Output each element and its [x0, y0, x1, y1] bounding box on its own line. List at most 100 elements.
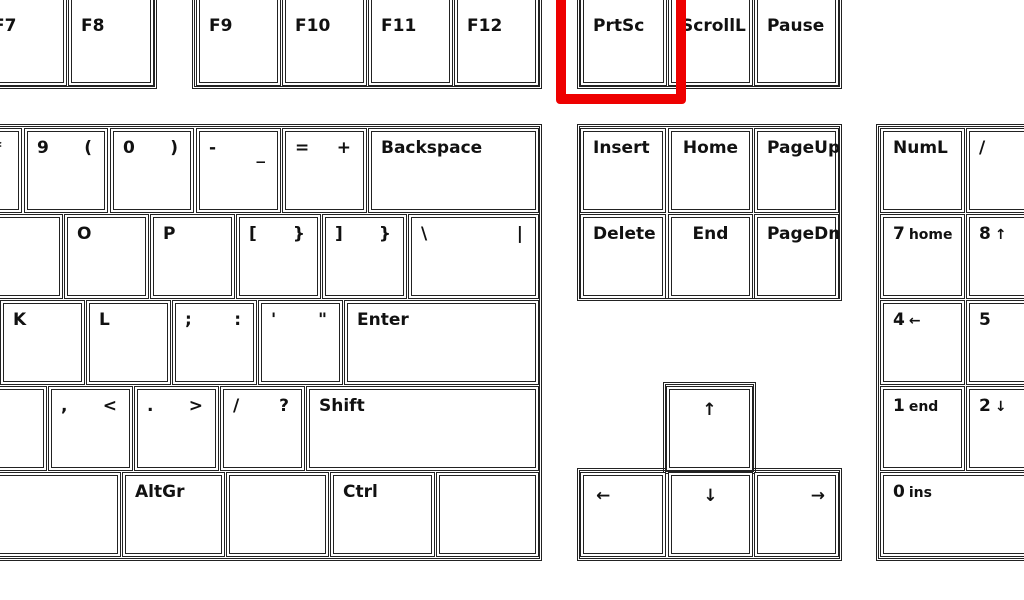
- key-label: ]: [335, 224, 343, 244]
- key-minus[interactable]: -_: [196, 128, 281, 213]
- key-label: 4←: [893, 310, 921, 330]
- key-sublabel: ↑: [994, 227, 1007, 243]
- key-label: F10: [295, 16, 331, 36]
- key-num5[interactable]: 5: [966, 300, 1024, 385]
- key-k[interactable]: K: [0, 300, 85, 385]
- key-num8[interactable]: 8↑: [966, 214, 1024, 299]
- key-label: ↓: [703, 486, 718, 506]
- key-space[interactable]: [0, 472, 121, 557]
- key-numlock[interactable]: NumL: [880, 128, 965, 213]
- key-up[interactable]: ↑: [666, 386, 753, 471]
- key-p[interactable]: P: [150, 214, 235, 299]
- key-label: Enter: [357, 310, 409, 330]
- key-insert[interactable]: Insert: [580, 128, 666, 213]
- key-label: →: [810, 486, 825, 506]
- key-m[interactable]: [0, 386, 47, 471]
- key-0[interactable]: 0): [110, 128, 194, 213]
- highlight-box-prtsc: [556, 0, 686, 104]
- fkey-group-2: [192, 0, 542, 89]
- key-period[interactable]: .>: [134, 386, 219, 471]
- key-rctrl[interactable]: Ctrl: [330, 472, 435, 557]
- key-slash[interactable]: /?: [220, 386, 305, 471]
- key-label: L: [99, 310, 110, 330]
- key-shift-label: |: [516, 224, 523, 244]
- key-shift-label: <: [102, 396, 117, 416]
- key-l[interactable]: L: [86, 300, 171, 385]
- key-label: Insert: [593, 138, 650, 158]
- key-semicolon[interactable]: ;:: [172, 300, 257, 385]
- key-equals[interactable]: =+: [282, 128, 367, 213]
- key-menu[interactable]: [226, 472, 329, 557]
- key-lbracket[interactable]: [}: [236, 214, 321, 299]
- key-backslash[interactable]: \|: [408, 214, 539, 299]
- key-label: =: [295, 138, 310, 158]
- key-f8[interactable]: F8: [68, 0, 154, 86]
- nav-key-group: [577, 124, 842, 301]
- key-down[interactable]: ↓: [668, 472, 753, 557]
- key-quote[interactable]: '": [258, 300, 343, 385]
- key-prtsc[interactable]: PrtSc: [580, 0, 667, 86]
- key-pause[interactable]: Pause: [754, 0, 839, 86]
- key-label: ←: [596, 486, 611, 506]
- key-label: PageUp: [767, 138, 841, 158]
- key-8[interactable]: *: [0, 128, 22, 213]
- key-label: AltGr: [135, 482, 185, 502]
- key-label: F7: [0, 16, 17, 36]
- key-shift-label: >: [188, 396, 203, 416]
- key-label: ': [271, 310, 277, 330]
- key-right[interactable]: →: [754, 472, 839, 557]
- key-altgr[interactable]: AltGr: [122, 472, 225, 557]
- key-end[interactable]: End: [668, 214, 753, 299]
- key-i[interactable]: [0, 214, 63, 299]
- key-label: *: [0, 138, 2, 158]
- key-f12[interactable]: F12: [454, 0, 539, 86]
- key-f7[interactable]: F7: [0, 0, 67, 86]
- key-left[interactable]: ←: [580, 472, 666, 557]
- key-backspace[interactable]: Backspace: [368, 128, 539, 213]
- key-pageup[interactable]: PageUp: [754, 128, 841, 213]
- key-blank[interactable]: [436, 472, 539, 557]
- key-enter[interactable]: Enter: [344, 300, 539, 385]
- key-shift-label: _: [256, 144, 266, 164]
- key-f9[interactable]: F9: [196, 0, 281, 86]
- key-rshift[interactable]: Shift: [306, 386, 539, 471]
- key-num4[interactable]: 4←: [880, 300, 965, 385]
- key-label: K: [13, 310, 27, 330]
- key-pagedn[interactable]: PageDn: [754, 214, 841, 299]
- key-label: O: [77, 224, 92, 244]
- key-9[interactable]: 9(: [24, 128, 108, 213]
- key-delete[interactable]: Delete: [580, 214, 666, 299]
- key-label: Home: [682, 138, 739, 158]
- key-num2[interactable]: 2↓: [966, 386, 1024, 471]
- key-o[interactable]: O: [64, 214, 149, 299]
- key-label: 0: [123, 138, 135, 158]
- key-rbracket[interactable]: ]}: [322, 214, 407, 299]
- key-label: Delete: [593, 224, 656, 244]
- key-sublabel: ↓: [994, 399, 1007, 415]
- key-f10[interactable]: F10: [282, 0, 367, 86]
- fkey-group-1: [0, 0, 157, 89]
- key-comma[interactable]: ,<: [48, 386, 133, 471]
- key-sublabel: home: [908, 227, 953, 243]
- key-numslash[interactable]: /: [966, 128, 1024, 213]
- key-home[interactable]: Home: [668, 128, 753, 213]
- key-shift-label: ": [318, 310, 327, 330]
- key-label: Ctrl: [343, 482, 378, 502]
- key-shift-label: }: [292, 224, 305, 244]
- key-label: [: [249, 224, 257, 244]
- system-key-group: [577, 0, 842, 89]
- key-sublabel: end: [908, 399, 939, 415]
- key-f11[interactable]: F11: [368, 0, 453, 86]
- key-label: PageDn: [767, 224, 841, 244]
- key-label: /: [233, 396, 240, 416]
- key-label: 8↑: [979, 224, 1007, 244]
- numpad-group: [876, 124, 1024, 561]
- key-label: ;: [185, 310, 192, 330]
- key-label: Pause: [767, 16, 825, 36]
- main-key-group: [0, 124, 542, 561]
- key-label: 5: [979, 310, 991, 330]
